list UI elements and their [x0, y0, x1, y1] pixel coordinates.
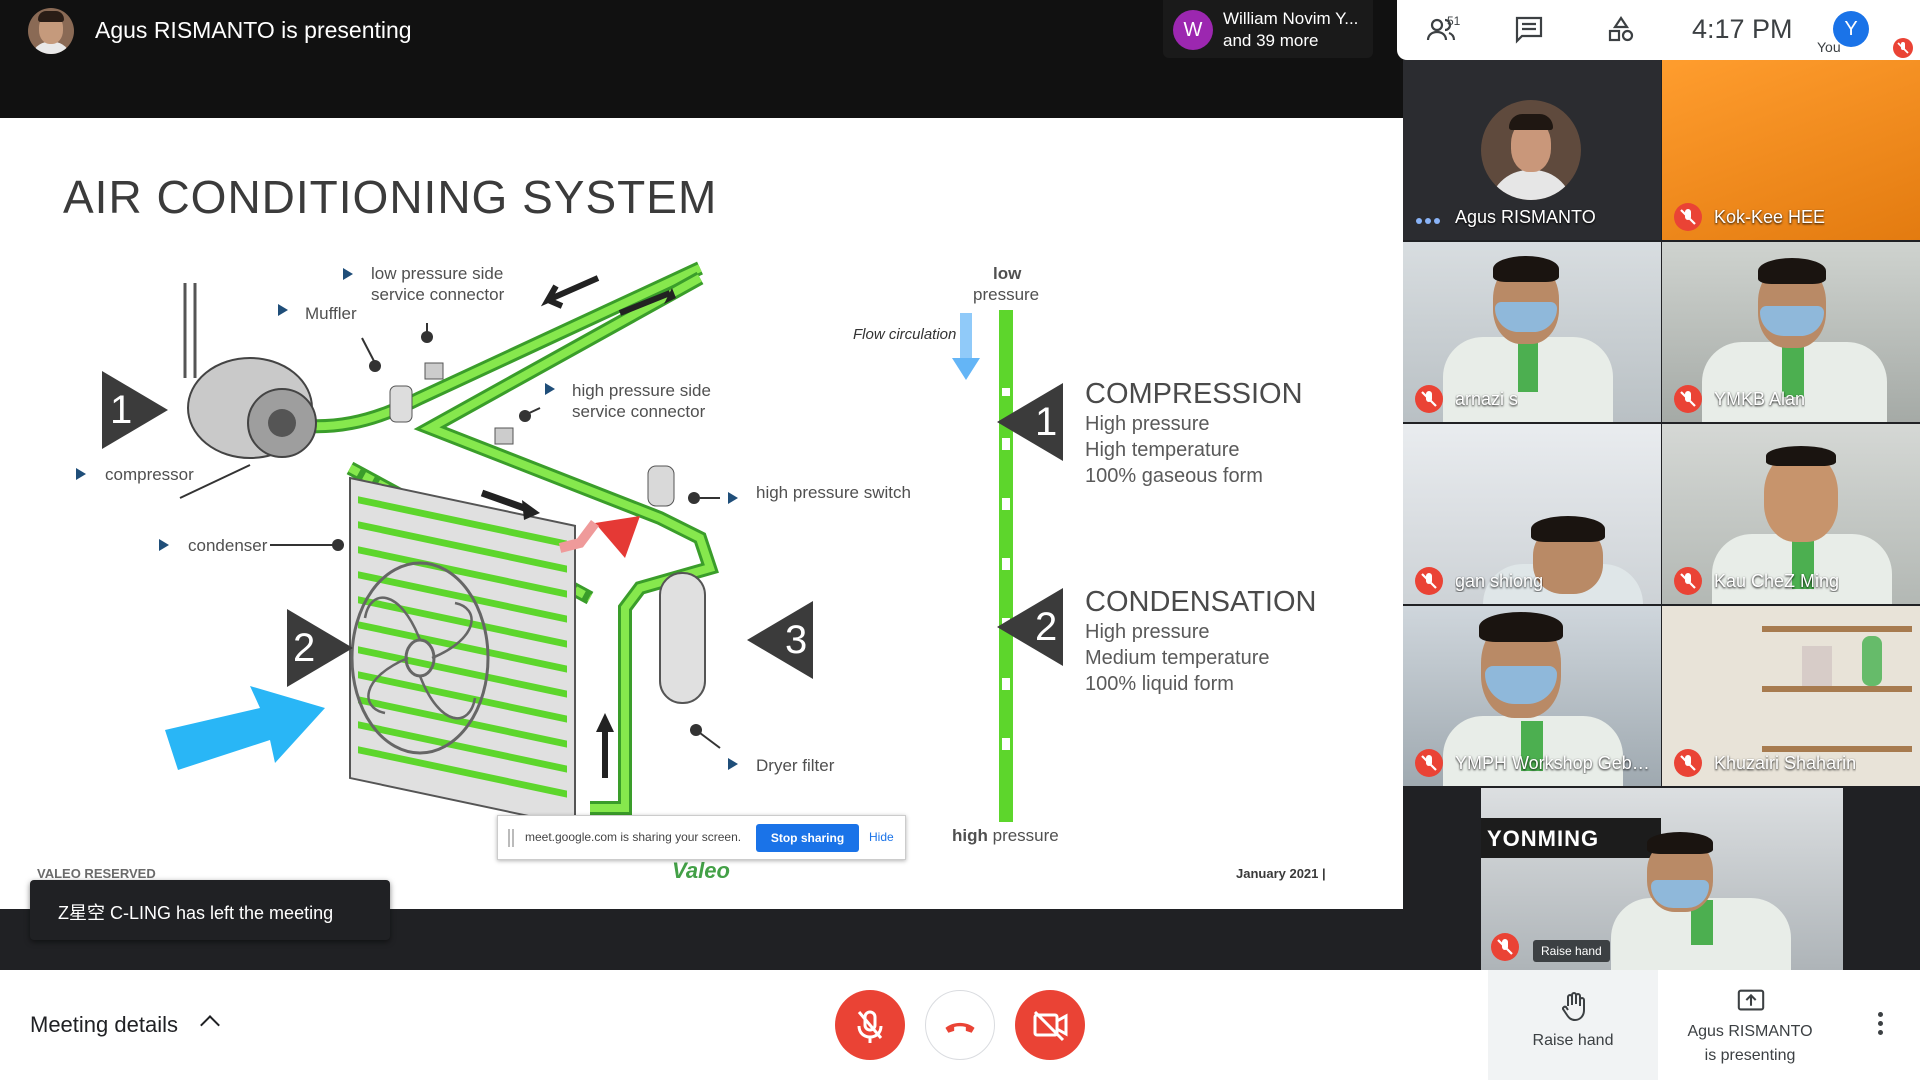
compression-heading: COMPRESSION: [1085, 378, 1303, 410]
attendees-chip[interactable]: W William Novim Y... and 39 more: [1163, 0, 1373, 58]
presenting-title: Agus RISMANTO is presenting: [95, 17, 412, 43]
label-high-bottom: high pressure: [952, 826, 1059, 845]
label-compressor: compressor: [105, 465, 194, 484]
mic-off-icon: [1674, 749, 1702, 777]
participant-name: Agus RISMANTO: [1455, 207, 1596, 227]
leave-call-button[interactable]: [925, 990, 995, 1060]
footer-date: January 2021 |: [1236, 866, 1326, 881]
bottom-bar: Meeting details Raise hand Agus RISMANTO…: [0, 970, 1920, 1080]
participant-name: Kau CheZ Ming: [1714, 571, 1840, 591]
raise-hand-label: Raise hand: [1532, 1032, 1614, 1049]
participant-tile[interactable]: arnazi s: [1403, 242, 1661, 422]
compression-line-1: High pressure: [1085, 413, 1210, 435]
participant-tile[interactable]: Khuzairi Shaharin: [1662, 606, 1920, 786]
yonming-sign: YONMING: [1487, 826, 1600, 851]
mic-off-icon: [1415, 749, 1443, 777]
participant-name: Khuzairi Shaharin: [1714, 753, 1857, 773]
label-hp-switch: high pressure switch: [756, 483, 911, 502]
speaking-dots-icon: [1416, 218, 1440, 224]
participant-tile[interactable]: Kau CheZ Ming: [1662, 424, 1920, 604]
camera-toggle-button[interactable]: [1015, 990, 1085, 1060]
mic-off-icon: [1491, 933, 1519, 961]
label-flow: Flow circulation: [853, 326, 957, 343]
you-avatar[interactable]: Y: [1833, 11, 1869, 47]
slide-title: AIR CONDITIONING SYSTEM: [63, 171, 718, 223]
participant-name: gan shiong: [1455, 571, 1544, 591]
attendee-avatar: W: [1173, 10, 1213, 50]
mic-off-icon: [1674, 203, 1702, 231]
raise-hand-tag: Raise hand: [1533, 940, 1610, 962]
stop-sharing-button[interactable]: Stop sharing: [756, 824, 859, 852]
attendees-line2: and 39 more: [1223, 31, 1319, 50]
camera-off-icon: [1033, 1010, 1068, 1042]
meeting-details-button[interactable]: Meeting details: [30, 1012, 178, 1037]
participant-tile[interactable]: YMKB Alan: [1662, 242, 1920, 422]
step-3: 3: [785, 618, 808, 662]
valeo-logo: Valeo: [672, 858, 730, 883]
step-2-legend: 2: [1035, 605, 1058, 649]
presenter-avatar: [28, 8, 74, 54]
activities-icon[interactable]: [1605, 14, 1637, 46]
drag-handle-icon[interactable]: [508, 829, 514, 847]
condensation-line-2: Medium temperature: [1085, 647, 1270, 669]
label-muffler: Muffler: [305, 304, 357, 323]
participant-name: YMPH Workshop Gebe...: [1455, 753, 1655, 773]
participant-tile[interactable]: gan shiong: [1403, 424, 1661, 604]
people-icon[interactable]: [1425, 14, 1457, 46]
chevron-up-icon[interactable]: [200, 1015, 220, 1035]
clock: 4:17 PM: [1692, 14, 1793, 44]
chat-icon[interactable]: [1513, 14, 1545, 46]
compression-line-3: 100% gaseous form: [1085, 465, 1263, 487]
participant-tile-presenting-room[interactable]: YONMING Raise hand: [1481, 788, 1843, 970]
people-count-badge: 51: [1447, 14, 1461, 28]
avatar: [1481, 100, 1581, 200]
mic-off-icon: [1415, 385, 1443, 413]
ac-system-diagram: [76, 261, 1063, 828]
hide-button[interactable]: Hide: [869, 830, 894, 844]
label-condenser: condenser: [188, 536, 268, 555]
present-screen-icon[interactable]: [1736, 986, 1766, 1016]
condensation-line-3: 100% liquid form: [1085, 673, 1234, 695]
label-high-side-1: high pressure side: [572, 381, 711, 400]
more-options-icon[interactable]: [1878, 1012, 1884, 1038]
mic-off-icon: [1674, 385, 1702, 413]
label-low-top-2: pressure: [973, 285, 1040, 304]
share-message: meet.google.com is sharing your screen.: [525, 830, 742, 844]
toast-message: Z星空 C-LING has left the meeting: [58, 903, 334, 923]
mic-toggle-button[interactable]: [835, 990, 905, 1060]
participant-tile[interactable]: Kok-Kee HEE: [1662, 60, 1920, 240]
raise-hand-icon: [1562, 992, 1585, 1022]
step-1: 1: [110, 388, 133, 432]
label-dryer: Dryer filter: [756, 756, 835, 775]
compression-line-2: High temperature: [1085, 439, 1240, 461]
raise-hand-button[interactable]: Raise hand: [1488, 970, 1658, 1080]
attendees-line1: William Novim Y...: [1223, 9, 1359, 28]
participant-tile[interactable]: Agus RISMANTO: [1403, 60, 1661, 240]
label-low-top-1: low: [993, 264, 1022, 283]
presenting-status[interactable]: Agus RISMANTO is presenting: [1687, 1023, 1813, 1064]
participant-name: YMKB Alan: [1714, 389, 1806, 409]
participant-tile[interactable]: YMPH Workshop Gebe...: [1403, 606, 1661, 786]
top-right-panel: 51 4:17 PM Y You: [1397, 0, 1920, 60]
label-low-side-2: service connector: [371, 285, 505, 304]
screen-share-bar: meet.google.com is sharing your screen. …: [497, 815, 906, 860]
condensation-line-1: High pressure: [1085, 621, 1210, 643]
step-2: 2: [293, 626, 316, 670]
step-1-legend: 1: [1035, 400, 1058, 444]
participant-grid: Agus RISMANTO Kok-Kee HEE arnazi s YMKB …: [1403, 60, 1920, 970]
participant-name: Kok-Kee HEE: [1714, 207, 1826, 227]
mic-off-icon: [857, 1010, 883, 1043]
footer-reserved: VALEO RESERVED: [37, 866, 156, 881]
you-label: You: [1817, 39, 1841, 55]
label-low-side-1: low pressure side: [371, 264, 504, 283]
toast-notification: Z星空 C-LING has left the meeting: [30, 880, 390, 940]
participant-name: arnazi s: [1455, 389, 1519, 409]
you-mic-off-icon: [1893, 38, 1913, 58]
mic-off-icon: [1415, 567, 1443, 595]
label-high-side-2: service connector: [572, 402, 706, 421]
hang-up-icon: [945, 1022, 975, 1033]
presentation-slide: AIR CONDITIONING SYSTEM: [0, 118, 1403, 909]
mic-off-icon: [1674, 567, 1702, 595]
condensation-heading: CONDENSATION: [1085, 586, 1317, 618]
